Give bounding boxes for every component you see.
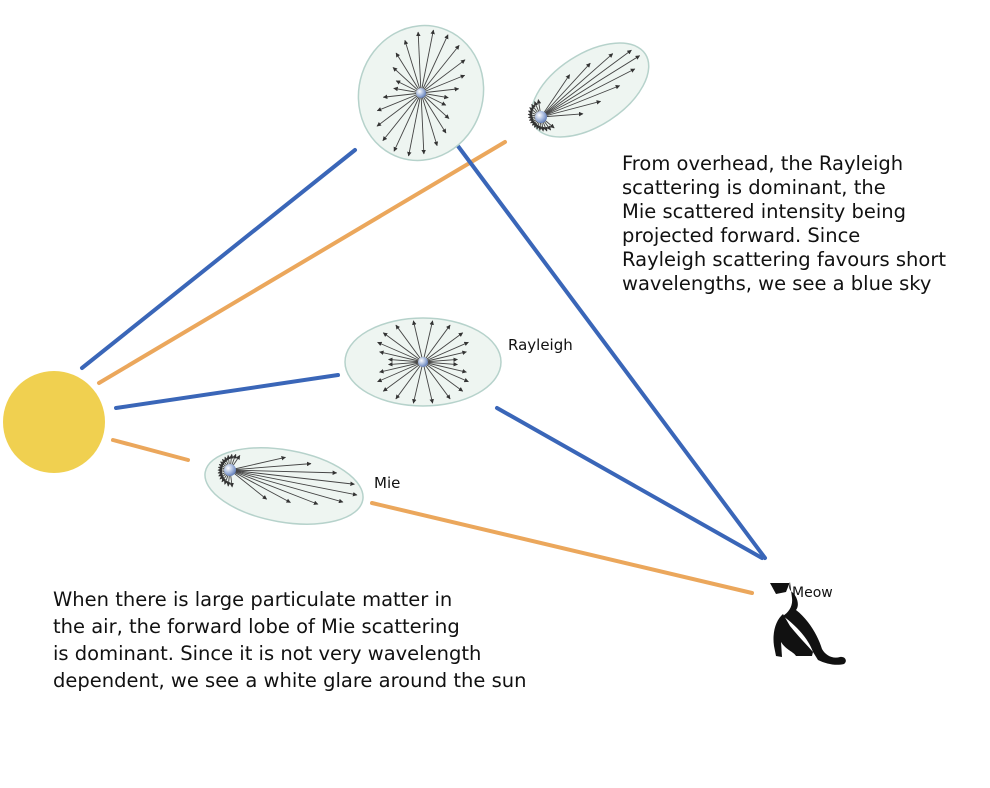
- overhead-caption: From overhead, the Rayleigh scattering i…: [622, 152, 952, 295]
- scatter-arrow: [376, 92, 422, 112]
- lobe-outline: [204, 447, 364, 525]
- scatter-arrow: [229, 469, 319, 505]
- mie-lobe-lower: [204, 447, 364, 525]
- scatter-arrow: [395, 52, 422, 94]
- scatter-arrow: [392, 67, 422, 94]
- scatter-arrow: [382, 92, 422, 100]
- rayleigh-label: Rayleigh: [508, 336, 573, 354]
- scatter-arrow: [422, 361, 469, 383]
- scatter-arrow: [420, 92, 426, 155]
- scatter-arrow: [382, 361, 424, 392]
- orange-ray-lower-mie-to-cat: [370, 501, 754, 595]
- scatter-arrow: [420, 74, 466, 94]
- cat-silhouette-icon: [770, 582, 846, 665]
- scatter-arrow: [540, 68, 636, 118]
- scatter-arrow: [422, 361, 451, 400]
- scatter-arrow: [229, 469, 344, 504]
- scatter-arrow: [540, 49, 632, 118]
- scatter-arrow: [420, 45, 460, 94]
- scatter-arrow: [407, 92, 422, 157]
- overhead-caption-line: wavelengths, we see a blue sky: [622, 272, 931, 295]
- scattering-particle: [418, 357, 428, 367]
- orange-ray-sun-to-upper-mie: [97, 140, 507, 385]
- rayleigh-lobe-middle: [344, 317, 502, 407]
- blue-ray-mid-rayleigh-to-cat: [495, 406, 764, 560]
- scatter-arrow: [229, 461, 312, 471]
- scatter-arrow: [229, 469, 338, 476]
- scatter-arrow: [540, 85, 621, 118]
- scattering-particle: [224, 464, 236, 476]
- scatter-arrow: [229, 469, 355, 487]
- scatter-arrow: [377, 341, 424, 363]
- scatter-arrow: [379, 361, 424, 374]
- scatter-arrow: [420, 34, 449, 94]
- glare-caption-line: the air, the forward lobe of Mie scatter…: [53, 615, 460, 638]
- overhead-caption-line: projected forward. Since: [622, 224, 860, 247]
- scatter-arrow: [422, 341, 469, 363]
- scatter-arrow: [395, 324, 424, 363]
- glare-caption-line: dependent, we see a white glare around t…: [53, 669, 526, 692]
- glare-caption: When there is large particulate matter i…: [53, 588, 526, 692]
- scatter-arrow: [382, 332, 424, 363]
- scatter-arrow: [420, 86, 460, 94]
- scatter-arrow: [422, 350, 467, 363]
- scatter-arrow: [422, 332, 464, 363]
- overhead-caption-line: Mie scattered intensity being: [622, 200, 906, 223]
- overhead-caption-line: Rayleigh scattering favours short: [622, 248, 946, 271]
- blue-ray-upper-rayleigh-to-cat: [450, 136, 767, 560]
- scatter-arrow: [540, 100, 602, 118]
- scatter-arrow: [422, 361, 458, 367]
- glare-caption-line: When there is large particulate matter i…: [53, 588, 452, 611]
- scatter-arrow: [420, 92, 439, 147]
- orange-ray-sun-to-lower-mie: [111, 438, 190, 462]
- scatter-arrow: [229, 469, 268, 500]
- scatter-arrow: [376, 92, 422, 127]
- scattering-particle: [416, 88, 426, 98]
- scatter-arrow: [420, 92, 450, 119]
- scatter-arrow: [388, 357, 424, 363]
- scatter-arrow: [422, 324, 451, 363]
- scatter-arrow: [540, 53, 614, 118]
- scatter-arrow: [388, 361, 424, 367]
- blue-ray-sun-to-upper-rayleigh: [80, 148, 357, 370]
- scatter-arrow: [420, 92, 447, 134]
- scatter-arrow: [395, 361, 424, 400]
- scatter-arrow: [377, 361, 424, 383]
- scatter-arrow: [422, 361, 467, 374]
- scatter-arrow: [403, 39, 422, 94]
- scatter-arrow: [422, 320, 434, 363]
- scatter-arrow: [422, 361, 434, 404]
- scatter-arrow: [540, 111, 584, 118]
- scatter-arrow: [412, 320, 424, 363]
- scatter-arrow: [379, 350, 424, 363]
- scatter-arrow: [420, 59, 466, 94]
- lobe-outline: [530, 42, 650, 138]
- mie-label: Mie: [374, 474, 400, 492]
- scatter-arrow: [420, 29, 435, 94]
- scatter-arrow: [229, 456, 286, 471]
- scatter-arrow: [540, 55, 641, 118]
- scatter-arrow: [229, 469, 358, 497]
- mie-lobe-top: [527, 42, 650, 138]
- overhead-caption-line: From overhead, the Rayleigh: [622, 152, 903, 175]
- light-rays: [80, 136, 767, 595]
- scatter-arrow: [229, 469, 291, 503]
- scatter-arrow: [393, 92, 422, 152]
- overhead-caption-line: scattering is dominant, the: [622, 176, 886, 199]
- scatter-arrow: [540, 74, 571, 118]
- scatter-arrow: [416, 31, 422, 94]
- scattering-particle: [535, 111, 547, 123]
- sun: [3, 371, 105, 473]
- scatter-arrow: [422, 361, 464, 392]
- meow-label: Meow: [792, 585, 833, 601]
- scatter-arrow: [540, 62, 591, 118]
- rayleigh-lobe-top: [357, 24, 485, 162]
- scatter-arrow: [382, 92, 422, 141]
- glare-caption-line: is dominant. Since it is not very wavele…: [53, 642, 481, 665]
- scatter-arrow: [422, 357, 458, 363]
- blue-ray-sun-to-mid-rayleigh: [114, 373, 340, 410]
- scatter-arrow: [412, 361, 424, 404]
